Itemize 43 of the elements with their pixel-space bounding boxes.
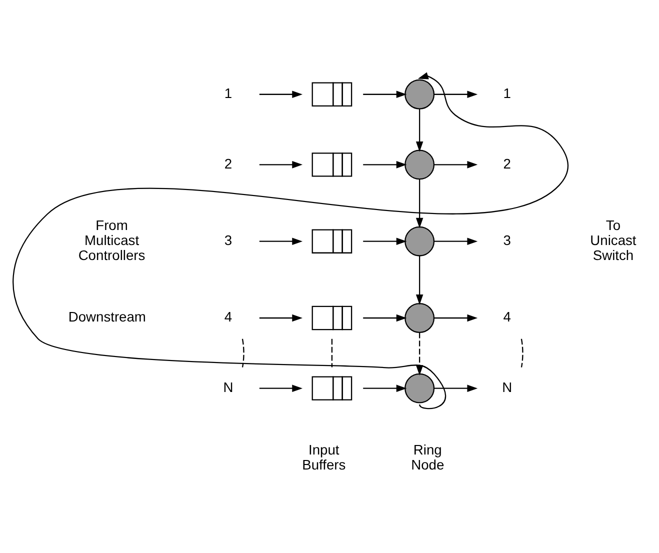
- label: To Unicast Switch: [590, 216, 636, 263]
- label: Downstream: [68, 308, 146, 325]
- arrow: [259, 314, 303, 322]
- arrow: [434, 314, 478, 322]
- node-circle: [404, 79, 435, 110]
- arrow: [416, 332, 424, 376]
- arrow: [12, 72, 568, 409]
- connector: [520, 338, 524, 368]
- node-text: 2: [224, 155, 232, 172]
- label: From Multicast Controllers: [78, 216, 146, 263]
- node-text: 4: [503, 308, 512, 325]
- arrow: [259, 90, 303, 98]
- arrow: [363, 90, 407, 98]
- arrow: [416, 108, 424, 152]
- node-text: N: [502, 378, 512, 395]
- node-circle: [404, 150, 435, 180]
- arrow: [363, 238, 407, 245]
- connector: [242, 338, 244, 368]
- node-text: 1: [503, 84, 512, 101]
- arrow: [259, 161, 303, 168]
- arrow: [259, 238, 303, 245]
- node-circle: [404, 303, 435, 333]
- node-text: 3: [224, 232, 232, 248]
- label: Ring Node: [411, 442, 444, 473]
- arrow: [434, 384, 478, 392]
- node-circle: [404, 373, 435, 404]
- arrow: [416, 256, 424, 305]
- node-text: 1: [224, 84, 232, 101]
- arrow: [363, 384, 407, 392]
- arrow: [434, 90, 478, 98]
- arrow: [416, 179, 424, 228]
- arrow: [434, 238, 478, 245]
- arrow: [434, 161, 478, 168]
- arrow: [363, 314, 407, 322]
- node-text: 3: [503, 232, 512, 248]
- label: Input Buffers: [302, 442, 346, 473]
- node-circle: [404, 226, 435, 256]
- node-text: 4: [224, 308, 232, 325]
- arrow: [363, 161, 407, 168]
- node-text: N: [223, 378, 234, 395]
- connector: [331, 338, 333, 368]
- node-text: 2: [503, 155, 512, 172]
- arrow: [259, 384, 303, 392]
